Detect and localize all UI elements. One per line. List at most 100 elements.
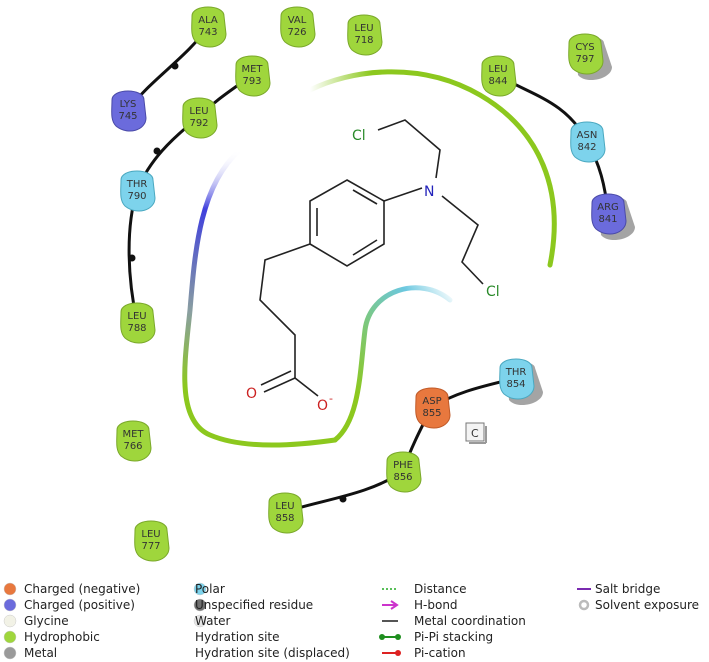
pocket-arc-top [307,69,557,268]
residue-name: LEU [275,501,294,512]
residue-name: ARG [597,202,619,213]
residue-shape [499,358,535,400]
legend-label: Hydration site [195,630,280,644]
residue-shape [120,170,156,212]
legend-symbol [578,599,590,611]
ring-double-bond-1 [352,189,378,205]
ligand [259,119,484,397]
legend-swatch [3,646,17,660]
residue-number: 844 [488,76,507,87]
legend-swatch [3,614,17,628]
ring-double-bond-2 [352,239,378,256]
lower-chloroethyl-arm [441,195,484,285]
legend-swatch [193,598,207,612]
backbone-dot [128,254,136,262]
residue-number: 777 [141,541,160,552]
backbone-link [284,469,404,514]
legend-label: Glycine [24,614,69,628]
legend-swatch [3,598,17,612]
legend-swatch [3,582,17,596]
residue-shape [182,97,218,139]
residue-shape [280,6,316,48]
residue-name: ASP [422,396,441,407]
residue-shape [568,33,604,75]
legend-label: Distance [414,582,466,596]
residue-shape [111,90,147,132]
legend: Charged (negative)Charged (positive)Glyc… [3,582,699,660]
residue-number: 718 [354,35,373,46]
residue-name: LEU [488,64,507,75]
legend-label: Metal coordination [414,614,526,628]
legend-symbol-dot [395,650,401,656]
residue-number: 792 [189,118,208,129]
residue-number: 854 [506,379,525,390]
legend-label: Metal [24,646,57,660]
residue-name: MET [241,64,263,75]
legend-symbol-dot [395,634,401,640]
pocket-arc-bottom [332,285,453,443]
carboxylate-charge: - [329,392,333,405]
residue-name: LEU [127,311,146,322]
residue-shape [415,387,451,429]
residue-name: MET [122,429,144,440]
carboxylate-o-bond [294,377,319,397]
legend-swatch [193,582,207,596]
legend-label: Pi-cation [414,646,466,660]
c-box-label: C [471,427,479,440]
legend-label: Hydrophobic [24,630,100,644]
legend-label: Hydration site (displaced) [195,646,350,660]
residue-number: 790 [127,191,146,202]
legend-label: Water [195,614,231,628]
chlorine-atom-lower: Cl [486,284,500,300]
residue-name: LEU [141,529,160,540]
residue-shape [191,6,227,48]
residue-name: LEU [189,106,208,117]
residue-name: CYS [575,42,594,53]
residue-shape [591,193,627,235]
residue-number: 788 [127,323,146,334]
backbone-dot [153,147,161,155]
residue-number: 743 [198,27,217,38]
residue-name: PHE [393,460,413,471]
legend-symbol-dot [379,634,385,640]
residue-shape [235,55,271,97]
legend-label: Solvent exposure [595,598,699,612]
chlorine-atom-upper: Cl [352,128,366,144]
residue-shape [347,14,383,56]
butanoate-chain [259,243,311,378]
pocket-outline [182,69,557,448]
residue-name: LYS [120,99,137,110]
residue-shape [386,451,422,493]
nitrogen-atom: N [424,184,434,200]
carbonyl-bond-double [260,370,292,386]
legend-label: H-bond [414,598,458,612]
residue-name: VAL [288,15,307,26]
residue-number: 858 [275,513,294,524]
legend-label: Salt bridge [595,582,660,596]
residue-number: 855 [422,408,441,419]
legend-swatch [3,630,17,644]
residue-shape [120,302,156,344]
bond-ring-n [383,187,423,202]
legend-label: Pi-Pi stacking [414,630,493,644]
residue-shape [116,420,152,462]
residue-number: 793 [242,76,261,87]
legend-swatch [193,614,207,628]
residue-name: ALA [198,15,218,26]
carbonyl-oxygen-atom: O [246,386,257,402]
carboxylate-oxygen-atom: O [317,398,328,414]
residue-number: 745 [118,111,137,122]
